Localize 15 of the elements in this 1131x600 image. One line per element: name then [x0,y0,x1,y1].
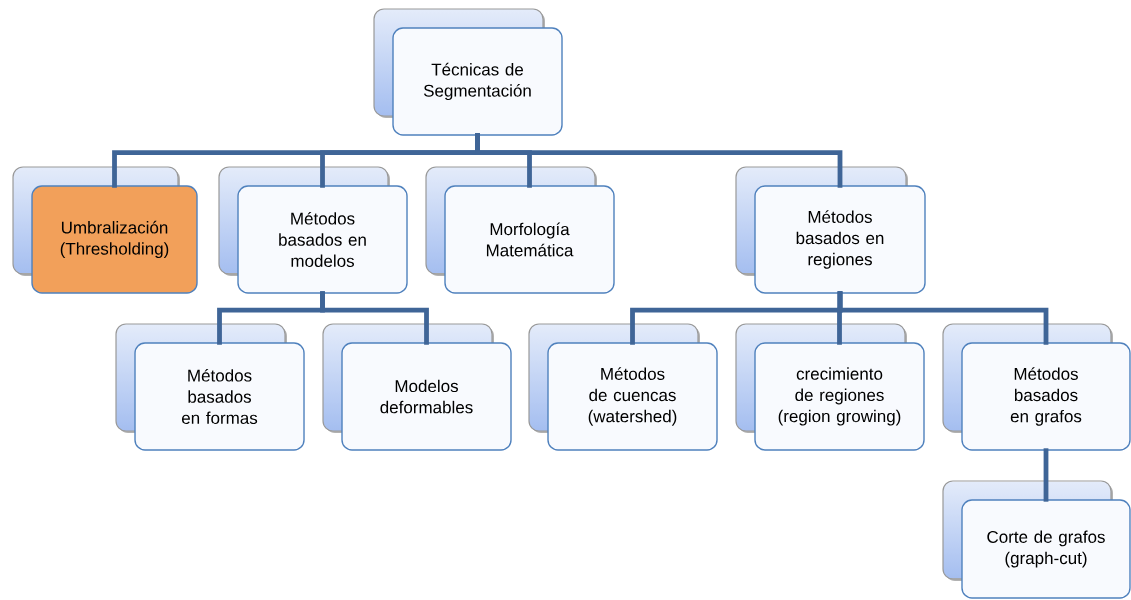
connector-line [320,291,429,345]
process-box: Morfología Matemática [425,166,615,294]
process-box: Métodos basados en grafos [942,323,1131,451]
connector-line [475,133,843,188]
process-box: Técnicas de Segmentación [373,8,563,136]
process-box: crecimiento de regiones (region growing) [735,323,925,451]
connector-line [837,291,1049,345]
process-box: Corte de grafos (graph-cut) [942,480,1131,599]
connector-line [1043,448,1049,502]
process-box: Umbralización (Thresholding) [12,166,198,294]
process-box: Métodos basados en modelos [218,166,408,294]
process-box: Métodos basados en regiones [735,166,926,294]
process-box: Modelos deformables [322,323,512,451]
process-box: Métodos basados en formas [115,323,305,451]
process-box: Métodos de cuencas (watershed) [528,323,718,451]
